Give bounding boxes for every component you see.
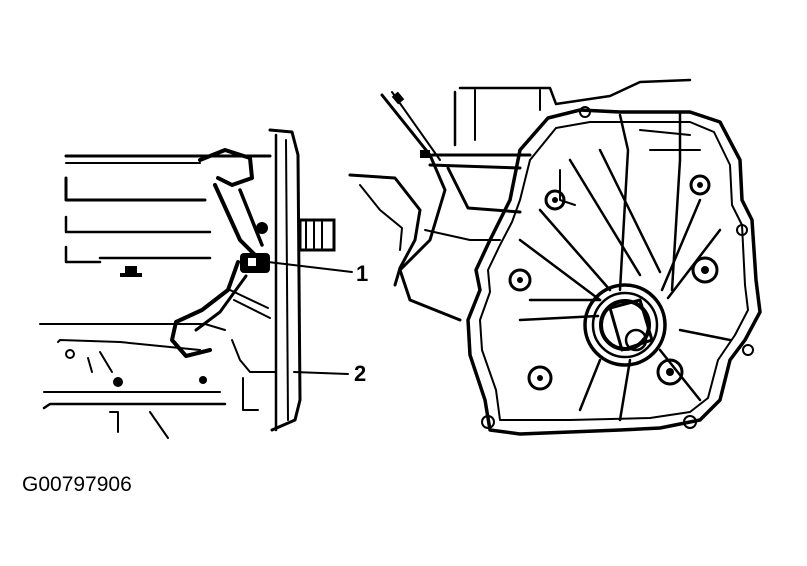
end-plate-bracket <box>231 128 302 432</box>
shaft-stub <box>298 218 336 252</box>
callout-label-2: 2 <box>354 361 366 386</box>
callout-label-1: 1 <box>356 261 368 286</box>
figure-id: G00797906 <box>22 473 132 496</box>
callout-2: 2 <box>293 361 366 386</box>
housing-ribs <box>39 154 272 439</box>
central-shaft-seal <box>583 283 667 367</box>
case-bolt-bosses <box>481 106 754 429</box>
callout-1: 1 <box>267 261 368 286</box>
retaining-pin <box>240 222 270 273</box>
left-housing-view <box>39 128 336 439</box>
housing-plugs <box>65 266 207 387</box>
shift-lever <box>170 148 271 358</box>
case-outer-flange <box>466 108 762 436</box>
right-case-view <box>348 78 762 436</box>
